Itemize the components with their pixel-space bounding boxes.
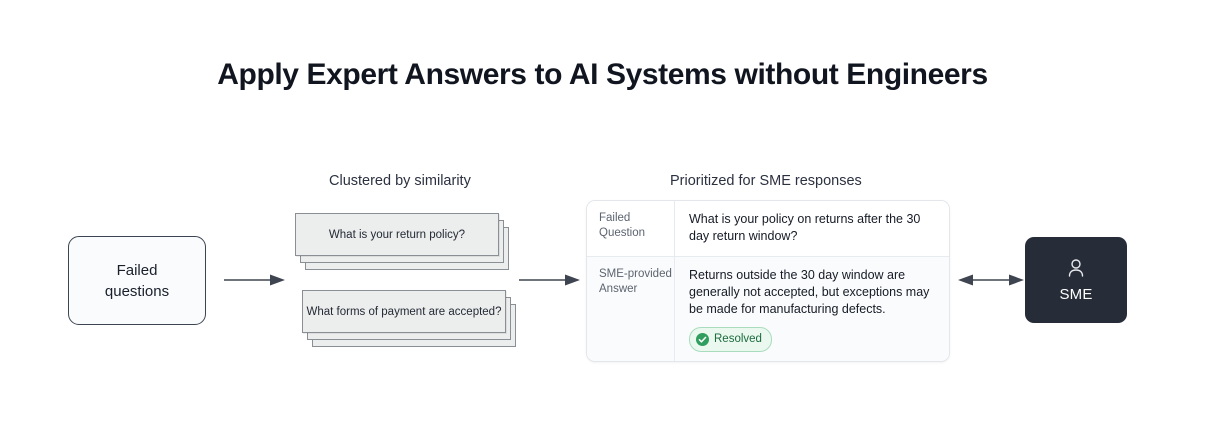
failed-questions-label-line1: Failed bbox=[116, 261, 158, 279]
row-value-sme-answer: Returns outside the 30 day window are ge… bbox=[675, 257, 949, 361]
cluster-card-front[interactable]: What forms of payment are accepted? bbox=[302, 290, 506, 333]
failed-questions-label-line2: questions bbox=[104, 282, 170, 300]
row-key-line2: Answer bbox=[599, 283, 638, 295]
arrow-cluster-to-panel bbox=[519, 273, 581, 287]
cluster-card-front[interactable]: What is your return policy? bbox=[295, 213, 499, 256]
row-key-line1: SME-provided bbox=[599, 268, 672, 280]
sme-box: SME bbox=[1025, 237, 1127, 323]
arrow-source-to-cluster bbox=[224, 273, 286, 287]
prioritized-panel: Failed Question What is your policy on r… bbox=[586, 200, 950, 362]
row-key-sme-answer: SME-provided Answer bbox=[587, 257, 675, 361]
arrow-panel-to-sme bbox=[958, 273, 1024, 287]
cluster-card-label: What forms of payment are accepted? bbox=[306, 305, 502, 318]
table-row: Failed Question What is your policy on r… bbox=[587, 201, 949, 257]
status-badge-label: Resolved bbox=[714, 333, 762, 345]
failed-questions-box: Failed questions bbox=[68, 236, 206, 325]
row-key-line2: Question bbox=[599, 227, 646, 239]
cluster-card-label: What is your return policy? bbox=[328, 228, 466, 241]
sme-label: SME bbox=[1059, 286, 1093, 303]
page-title: Apply Expert Answers to AI Systems witho… bbox=[217, 58, 988, 91]
table-row: SME-provided Answer Returns outside the … bbox=[587, 257, 949, 361]
failed-questions-label: Failed questions bbox=[105, 260, 169, 302]
user-icon bbox=[1065, 257, 1087, 279]
sme-answer-text: Returns outside the 30 day window are ge… bbox=[689, 268, 930, 316]
cluster-stack-1: What is your return policy? bbox=[295, 213, 509, 271]
cluster-stack-2: What forms of payment are accepted? bbox=[302, 290, 516, 348]
row-key-failed-question: Failed Question bbox=[587, 201, 675, 256]
panel-caption: Prioritized for SME responses bbox=[670, 173, 862, 189]
check-circle-icon bbox=[696, 333, 709, 346]
row-key-line1: Failed bbox=[599, 212, 631, 224]
row-value-failed-question: What is your policy on returns after the… bbox=[689, 212, 921, 243]
status-badge: Resolved bbox=[689, 327, 772, 352]
cluster-caption: Clustered by similarity bbox=[329, 173, 471, 189]
